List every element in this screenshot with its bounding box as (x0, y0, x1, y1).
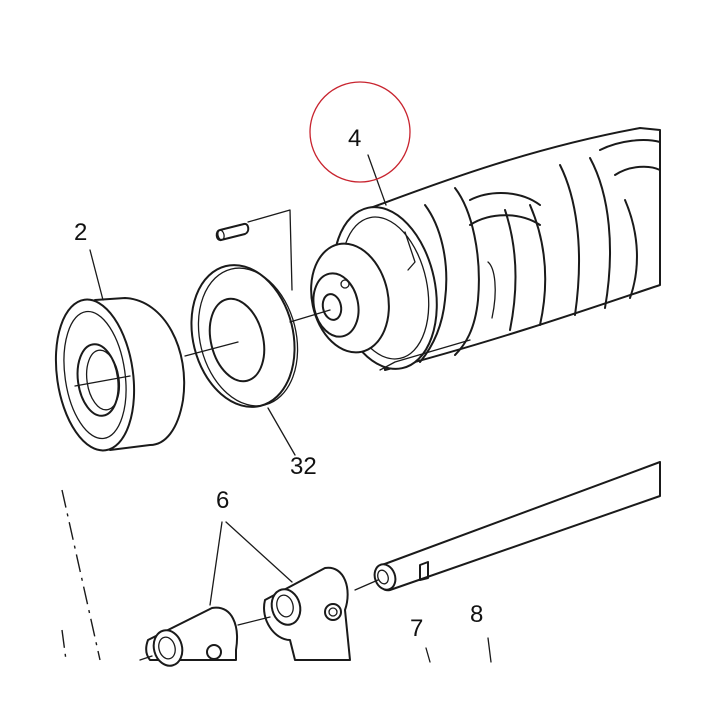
shift-drum (310, 127, 661, 371)
bearing (54, 297, 186, 452)
label-part-32: 32 (290, 453, 317, 480)
label-part-2: 2 (74, 219, 87, 246)
frame-guide-line-short (61, 629, 67, 661)
leader-32 (267, 407, 296, 456)
leader-6a (209, 521, 223, 606)
shift-fork-right (263, 566, 351, 661)
shift-fork-left (145, 606, 238, 667)
label-part-8: 8 (470, 601, 483, 628)
fork-center-line (139, 579, 379, 661)
leader-4 (367, 154, 387, 206)
label-part-7: 7 (410, 615, 423, 642)
center-line (74, 309, 331, 387)
washer (190, 264, 299, 408)
fork-shaft (373, 461, 661, 592)
frame-guide-line (61, 489, 101, 661)
label-part-4: 4 (348, 125, 361, 152)
dowel-pin (215, 222, 250, 242)
label-part-6: 6 (216, 487, 229, 514)
leader-7 (425, 647, 431, 663)
leader-2 (89, 249, 104, 301)
leader-6b (225, 521, 293, 583)
highlight-circle (309, 81, 411, 183)
pin-guide-line (247, 209, 293, 291)
leader-8 (487, 637, 492, 663)
